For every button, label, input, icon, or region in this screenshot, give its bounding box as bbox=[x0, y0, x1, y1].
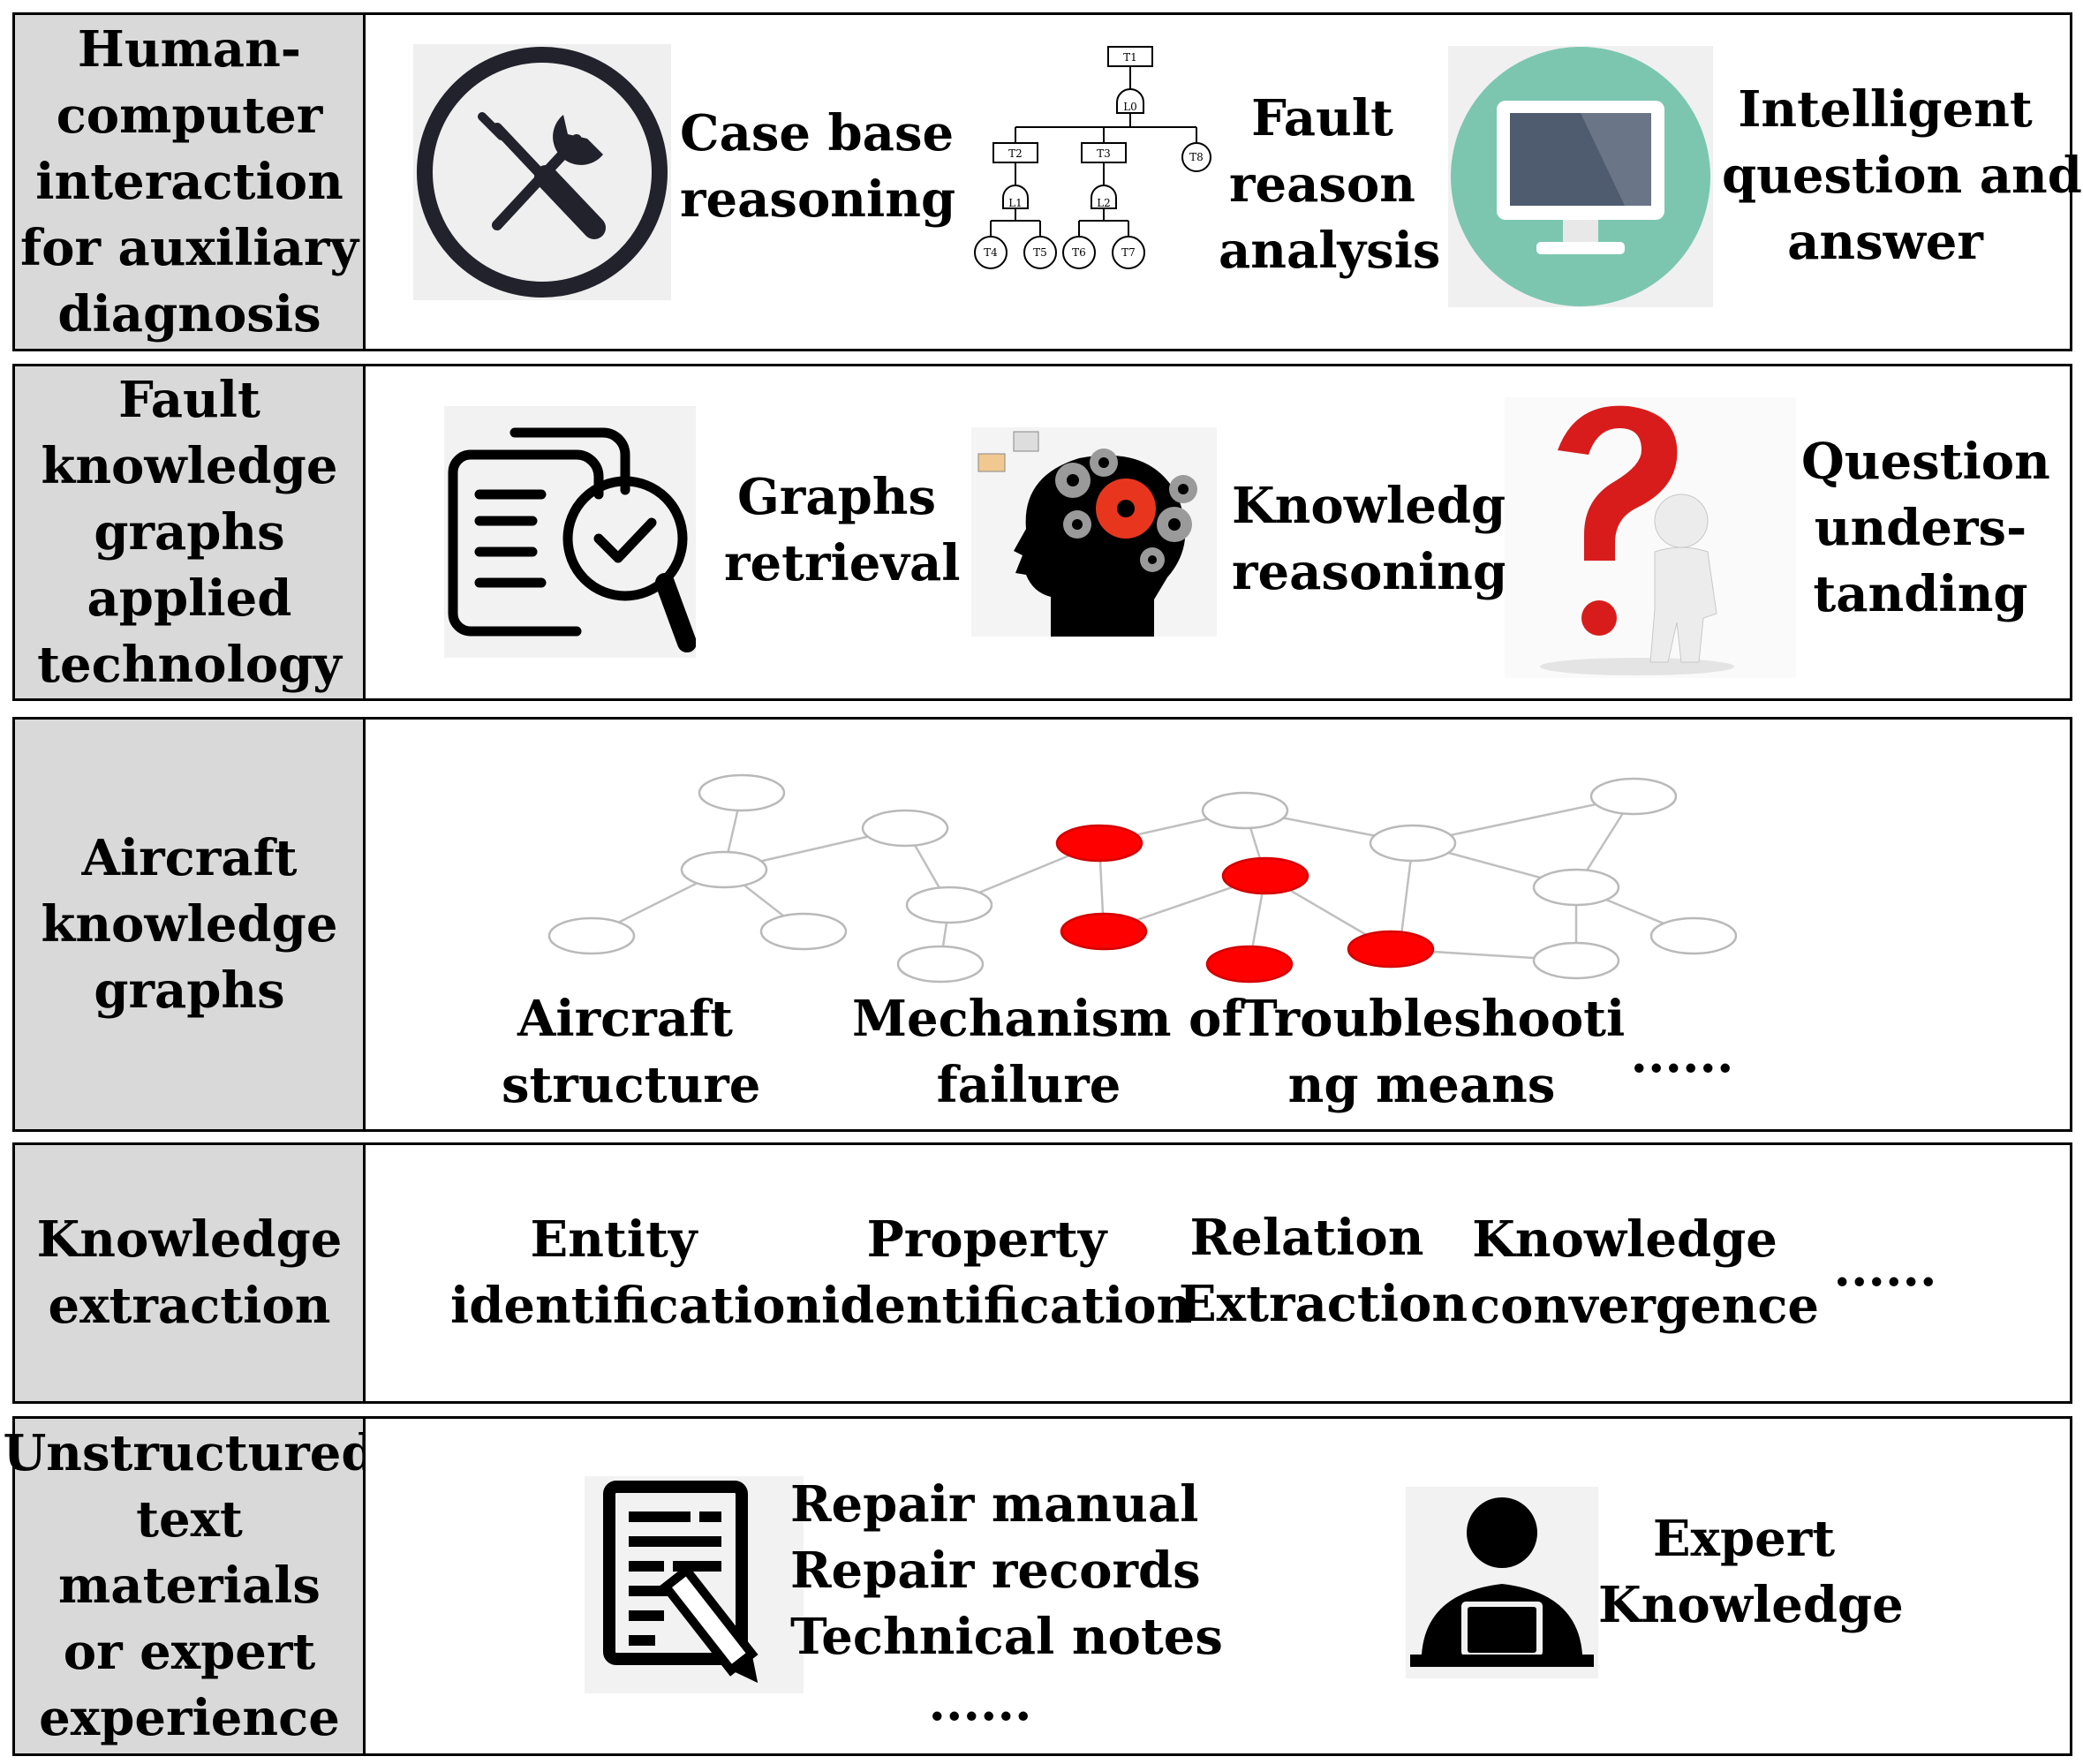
person-laptop-icon bbox=[1406, 1487, 1598, 1678]
header-line: Fault bbox=[118, 370, 260, 429]
tree-label: T4 bbox=[984, 246, 998, 259]
tree-label: T2 bbox=[1008, 147, 1023, 160]
graph-node bbox=[680, 850, 768, 889]
label-case-base-reasoning: Case base reasoning bbox=[680, 104, 956, 229]
header-line: Knowledge bbox=[36, 1210, 343, 1269]
header-line: computer bbox=[56, 86, 323, 145]
graph-node bbox=[1369, 824, 1457, 863]
header-line: for auxiliary bbox=[20, 218, 358, 277]
header-line: diagnosis bbox=[57, 284, 321, 343]
knowledge-graph-network bbox=[547, 773, 1738, 984]
fault-tree-icon: T1 L0 T2 T3 T8 L1 L2 T4 T5 T6 T7 bbox=[971, 42, 1223, 276]
label-expert-knowledge: Expert Knowledge bbox=[1598, 1510, 1904, 1634]
graph-node bbox=[547, 916, 636, 955]
header-line: Unstructured bbox=[3, 1424, 376, 1482]
tree-label: T3 bbox=[1097, 147, 1111, 160]
graph-node bbox=[1532, 868, 1620, 907]
header-line: Aircraft bbox=[81, 828, 298, 887]
header-line: knowledge bbox=[41, 436, 338, 495]
graph-node-highlighted bbox=[1060, 912, 1148, 951]
graph-node bbox=[698, 773, 786, 812]
row-header-human-computer: Human- computer interaction for auxiliar… bbox=[12, 12, 366, 351]
graph-node bbox=[759, 912, 848, 951]
tree-label: T5 bbox=[1033, 246, 1047, 259]
row-header-aircraft-kg: Aircraft knowledge graphs bbox=[12, 717, 366, 1132]
label-relation-extraction: Relation Extraction bbox=[1179, 1209, 1468, 1333]
header-line: technology bbox=[37, 635, 342, 694]
head-gears-icon bbox=[971, 427, 1217, 637]
header-line: Human- bbox=[77, 19, 302, 79]
tree-label: T8 bbox=[1189, 151, 1204, 163]
tree-label: T1 bbox=[1123, 51, 1137, 64]
label-question-understanding: Question unders- tanding bbox=[1801, 433, 2050, 623]
question-mark-figure-icon bbox=[1505, 397, 1796, 678]
graph-node bbox=[1532, 941, 1620, 980]
label-entity-identification: Entity identification bbox=[450, 1210, 822, 1335]
document-pen-icon bbox=[585, 1476, 804, 1693]
label-troubleshooting-means: Troubleshooti ng means bbox=[1241, 990, 1626, 1114]
tree-label: L2 bbox=[1097, 197, 1111, 209]
label-ellipsis: ...... bbox=[1630, 1026, 1734, 1084]
label-repair-sources: Repair manual Repair records Technical n… bbox=[790, 1475, 1223, 1732]
graph-node bbox=[861, 809, 949, 848]
label-graphs-retrieval: Graphs retrieval bbox=[724, 468, 961, 592]
graph-node bbox=[905, 886, 993, 924]
header-line: graphs bbox=[94, 961, 285, 1020]
header-line: text materials bbox=[58, 1490, 321, 1615]
header-line: knowledge bbox=[41, 894, 338, 954]
label-knowledge-convergence: Knowledge convergence bbox=[1470, 1210, 1820, 1335]
row-header-unstructured-text: Unstructured text materials or expert ex… bbox=[3, 1416, 376, 1756]
graph-node bbox=[1589, 777, 1678, 816]
tree-label: T7 bbox=[1121, 246, 1136, 259]
label-aircraft-structure: Aircraft structure bbox=[502, 990, 761, 1114]
label-ellipsis: ...... bbox=[1833, 1240, 1937, 1298]
graph-node-highlighted bbox=[1347, 930, 1435, 969]
tree-label: T6 bbox=[1072, 246, 1086, 259]
header-line: graphs bbox=[94, 502, 285, 562]
graph-node bbox=[1649, 916, 1738, 955]
graph-node bbox=[1201, 791, 1289, 830]
graph-node-highlighted bbox=[1205, 945, 1294, 984]
header-line: interaction bbox=[35, 152, 343, 211]
label-fault-reason-analysis: Fault reason analysis bbox=[1219, 89, 1441, 280]
row-header-fault-kg-technology: Fault knowledge graphs applied technolog… bbox=[12, 364, 366, 701]
graph-node-highlighted bbox=[1055, 824, 1143, 863]
row-content-knowledge-extraction bbox=[363, 1142, 2072, 1404]
monitor-icon bbox=[1448, 46, 1713, 307]
tools-circle-icon bbox=[413, 44, 671, 300]
tree-label: L1 bbox=[1008, 197, 1023, 209]
label-property-identification: Property identification bbox=[821, 1210, 1193, 1335]
row-content-aircraft-kg bbox=[363, 717, 2072, 1132]
label-mechanism-of-failure: Mechanism of failure bbox=[852, 990, 1243, 1114]
graph-node bbox=[896, 945, 985, 984]
graph-node-highlighted bbox=[1221, 856, 1309, 895]
header-line: extraction bbox=[48, 1277, 331, 1335]
header-line: or expert bbox=[63, 1623, 316, 1681]
header-line: experience bbox=[39, 1689, 340, 1747]
document-search-icon bbox=[444, 406, 697, 658]
label-intelligent-qa: Intelligent question and answer bbox=[1722, 80, 2082, 271]
row-header-knowledge-extraction: Knowledge extraction bbox=[12, 1142, 366, 1404]
header-line: applied bbox=[87, 569, 292, 628]
label-knowledge-reasoning: Knowledge reasoning bbox=[1232, 477, 1537, 601]
tree-label: L0 bbox=[1123, 101, 1137, 113]
